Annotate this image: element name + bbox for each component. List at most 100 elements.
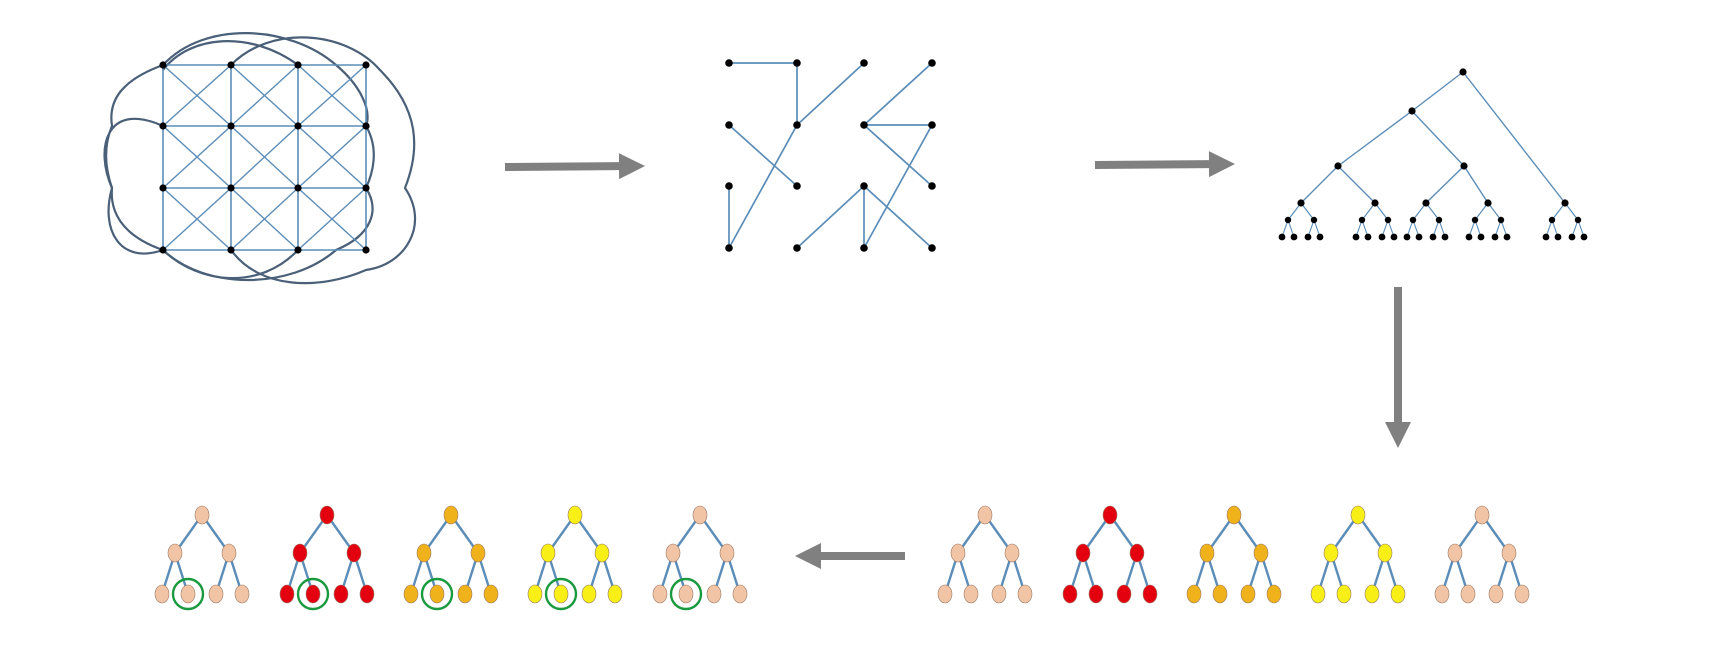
small-tree-node <box>1350 505 1366 525</box>
tree-leaf <box>1403 233 1411 241</box>
grid-diagonal <box>162 64 232 127</box>
highlight-ring <box>296 577 330 611</box>
sparse-node <box>725 244 733 252</box>
small-tree-node <box>540 543 556 563</box>
highlighted-tree-peach <box>652 505 748 611</box>
sparse-node <box>793 182 801 190</box>
small-tree-node <box>1226 505 1242 525</box>
sparse-node <box>860 121 868 129</box>
small-tree-node <box>1501 543 1517 563</box>
tree-node <box>1561 199 1569 207</box>
sparse-node <box>860 59 868 67</box>
small-tree-leaf <box>403 584 419 604</box>
highlight-ring <box>420 577 454 611</box>
small-tree-leaf <box>429 584 445 604</box>
arrow-head <box>795 543 821 569</box>
tree-leaf <box>1580 233 1588 241</box>
small-tree-leaf <box>607 584 623 604</box>
small-tree-leaf <box>234 584 250 604</box>
grid-node <box>227 122 235 130</box>
small-tree-leaf <box>553 584 569 604</box>
grid-node <box>227 61 235 69</box>
small-tree-node <box>1004 543 1020 563</box>
small-tree-leaf <box>1142 584 1158 604</box>
tree-leaf <box>1429 233 1437 241</box>
small-tree-leaf <box>483 584 499 604</box>
small-tree-node <box>977 505 993 525</box>
grid-node <box>362 184 370 192</box>
tree-node <box>1371 199 1379 207</box>
small-tree-leaf <box>208 584 224 604</box>
grid-diagonal <box>230 187 299 251</box>
grid-node <box>227 246 235 254</box>
sparse-node <box>860 244 868 252</box>
grid-diagonal <box>162 125 232 189</box>
left-loop-curve <box>103 117 164 255</box>
tree-edge <box>1411 71 1464 112</box>
small-tree-leaf <box>937 584 953 604</box>
arrow-down <box>1385 287 1411 448</box>
small-tree-leaf <box>732 584 748 604</box>
grid-node <box>159 184 167 192</box>
top-loop-curve <box>162 40 299 71</box>
tree-leaf <box>1290 233 1298 241</box>
small-tree-leaf <box>963 584 979 604</box>
arrow-shaft <box>504 162 620 171</box>
small-tree-leaf <box>991 584 1007 604</box>
tree-edge <box>1462 71 1566 204</box>
colored-tree-peach <box>937 505 1033 604</box>
colored-tree-yellow <box>1310 505 1406 604</box>
small-tree-leaf <box>1434 584 1450 604</box>
small-tree-leaf <box>1310 584 1326 604</box>
sparse-edge <box>863 124 933 249</box>
sparse-node <box>928 182 936 190</box>
small-tree-leaf <box>180 584 196 604</box>
tree-edge <box>1337 110 1413 167</box>
tree-leaf <box>1542 233 1550 241</box>
highlighted-tree-red <box>279 505 375 611</box>
grid-node <box>362 122 370 130</box>
small-tree-node <box>167 543 183 563</box>
colored-tree-peach <box>1434 505 1530 604</box>
tree-node <box>1384 216 1392 224</box>
grid-diagonal <box>162 187 232 251</box>
sparse-node <box>793 121 801 129</box>
tree-edge <box>1411 110 1465 167</box>
grid-node <box>362 246 370 254</box>
tree-node <box>1284 216 1292 224</box>
small-tree-leaf <box>581 584 597 604</box>
grid-node <box>294 61 302 69</box>
grid-node <box>294 122 302 130</box>
small-tree-leaf <box>1364 584 1380 604</box>
arrow-shaft <box>1094 160 1210 169</box>
sparse-edge <box>796 62 865 126</box>
arrow-left <box>795 543 905 569</box>
tree-leaf <box>1465 233 1473 241</box>
small-tree-leaf <box>305 584 321 604</box>
tree-edge <box>1425 165 1465 204</box>
tree-leaf <box>1304 233 1312 241</box>
small-tree-leaf <box>1116 584 1132 604</box>
small-tree-node <box>594 543 610 563</box>
grid-node <box>159 246 167 254</box>
tree-node <box>1409 216 1417 224</box>
small-tree-leaf <box>1186 584 1202 604</box>
tree-node <box>1358 216 1366 224</box>
tree-leaf <box>1415 233 1423 241</box>
tree-node <box>1334 162 1342 170</box>
grid-diagonal <box>297 125 367 189</box>
highlighted-tree-orange <box>403 505 499 611</box>
small-tree-leaf <box>706 584 722 604</box>
tree-leaf <box>1503 233 1511 241</box>
sparse-graph-icon <box>725 59 936 252</box>
tree-node <box>1548 216 1556 224</box>
sparse-node <box>725 59 733 67</box>
small-tree-leaf <box>1390 584 1406 604</box>
tree-leaf <box>1568 233 1576 241</box>
sparse-edge <box>796 185 865 249</box>
small-tree-node <box>346 543 362 563</box>
small-tree-leaf <box>1266 584 1282 604</box>
tree-leaf <box>1554 233 1562 241</box>
small-tree-leaf <box>652 584 668 604</box>
small-tree-leaf <box>1212 584 1228 604</box>
